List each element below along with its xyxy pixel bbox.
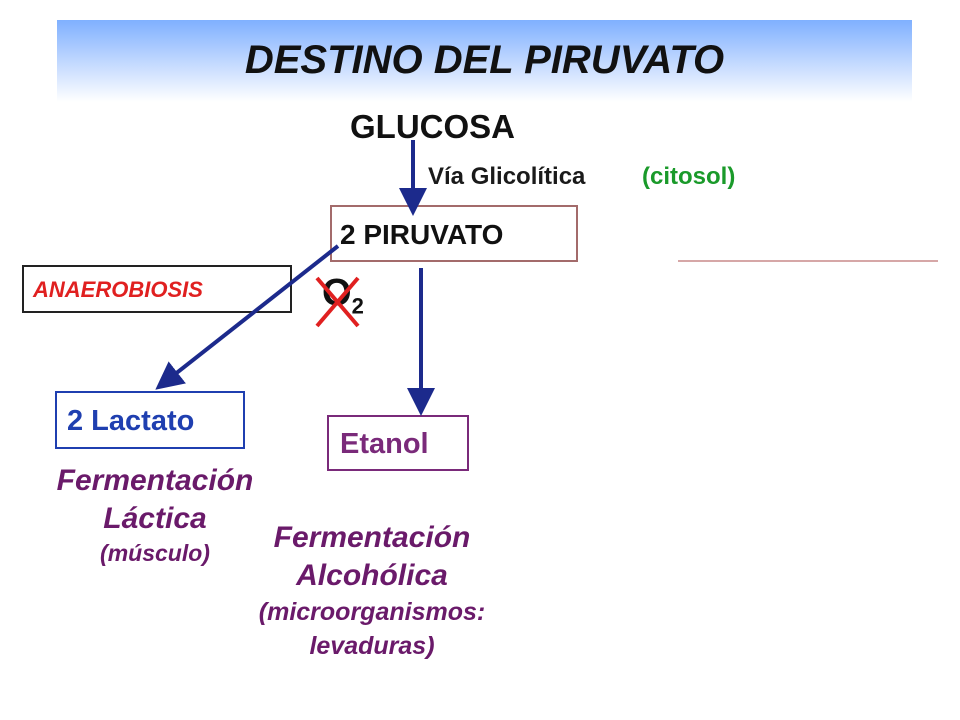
etanol-box: Etanol [327, 415, 469, 471]
etanol-label: Etanol [340, 428, 429, 460]
alcoholic-caption-line3: (microorganismos: [258, 598, 486, 626]
lactic-caption-line1: Fermentación [56, 464, 254, 497]
oxygen-subscript: 2 [351, 293, 364, 319]
anaerobiosis-label: ANAEROBIOSIS [33, 277, 203, 302]
arrow-piruvato-to-lactato [155, 244, 340, 390]
title-bar: DESTINO DEL PIRUVATO [57, 20, 912, 102]
alcoholic-caption-line4: levaduras) [309, 632, 435, 660]
glucosa-label: GLUCOSA [350, 108, 515, 145]
lactato-box: 2 Lactato [55, 391, 245, 449]
lactic-caption-line2: Láctica [103, 502, 207, 535]
oxygen-cross-mark [315, 276, 360, 328]
lactic-fermentation-caption: Fermentación Láctica (músculo) [20, 462, 290, 568]
piruvato-box: 2 PIRUVATO [330, 205, 578, 262]
alcoholic-caption-line2: Alcohólica [296, 559, 448, 592]
page-title: DESTINO DEL PIRUVATO [244, 38, 725, 82]
citosol-label: (citosol) [642, 163, 736, 190]
alcoholic-caption-line1: Fermentación [273, 521, 471, 554]
anaerobiosis-box: ANAEROBIOSIS [22, 265, 292, 313]
lactato-label: 2 Lactato [67, 405, 195, 437]
lactic-caption-line3: (músculo) [100, 540, 210, 566]
via-glicolitica-label: Vía Glicolítica [428, 163, 586, 190]
alcoholic-fermentation-caption: Fermentación Alcohólica (microorganismos… [222, 519, 522, 663]
piruvato-label: 2 PIRUVATO [340, 219, 504, 250]
